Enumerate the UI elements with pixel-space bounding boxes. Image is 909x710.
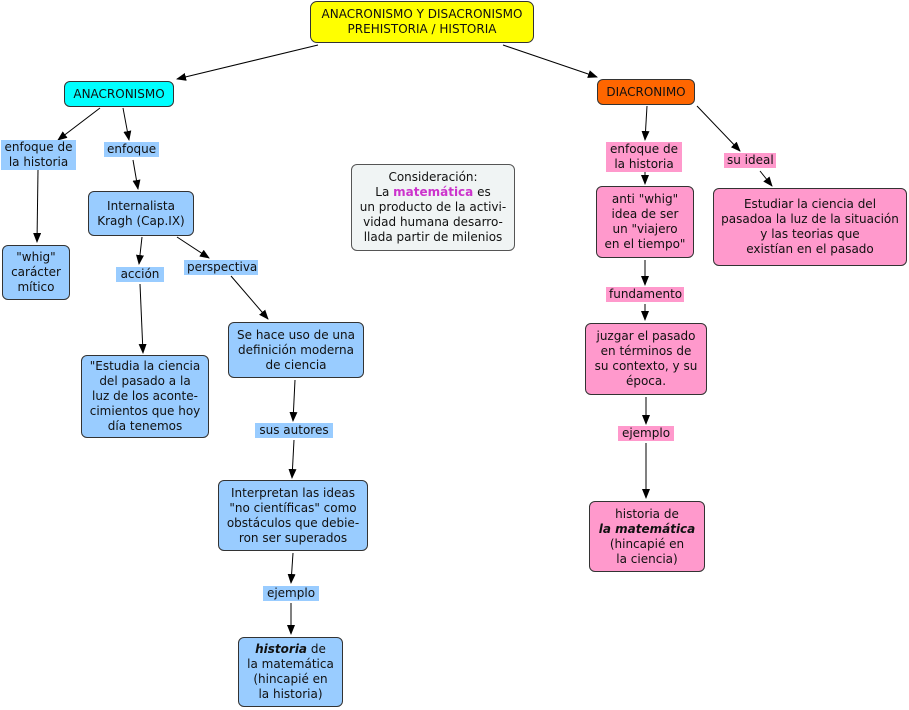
edge-autores-interpretan <box>288 439 297 479</box>
diacronimo-concept[interactable]: DIACRONIMO <box>597 79 695 105</box>
edge-perspectiva-definicion <box>230 275 269 320</box>
diacronimo-title: DIACRONIMO <box>606 84 686 99</box>
link-label-ejemplo-right: ejemplo <box>618 426 674 441</box>
link-label-ejemplo-left: ejemplo <box>263 586 319 601</box>
link-label-enfoque: enfoque <box>104 142 159 157</box>
historia-de-la-matematica-concept[interactable]: historia de la matemática (hincapié en l… <box>589 501 705 572</box>
estudia-concept[interactable]: "Estudia la ciencia del pasado a la luz … <box>81 355 209 438</box>
root-concept[interactable]: ANACRONISMO Y DISACRONISMO PREHISTORIA /… <box>310 1 534 43</box>
link-label-sus-autores: sus autores <box>255 423 333 438</box>
anacronismo-concept[interactable]: ANACRONISMO <box>64 81 174 107</box>
edge-su-ideal-estudiar <box>759 170 773 187</box>
edge-definicion-autores <box>289 379 298 422</box>
edge-internalista-perspectiva <box>176 236 210 259</box>
edge-anacronismo-enfoque <box>122 107 132 141</box>
interpretan-concept[interactable]: Interpretan las ideas "no científicas" c… <box>218 480 368 551</box>
anacronismo-title: ANACRONISMO <box>73 86 165 101</box>
whig-mythic-concept[interactable]: "whig" carácter mítico <box>2 245 70 300</box>
internalista-concept[interactable]: Internalista Kragh (Cap.IX) <box>88 191 194 236</box>
edge-diacronimo-enfoque-historia <box>641 105 650 141</box>
edge-anacronismo-enfoque-historia <box>57 107 101 141</box>
edge-root-anacronismo <box>176 44 319 81</box>
edge-root-diacronimo <box>502 44 598 78</box>
definicion-moderna-concept[interactable]: Se hace uso de una definición moderna de… <box>228 322 364 378</box>
edge-enfoque-historia-whig <box>33 169 42 243</box>
anti-whig-concept[interactable]: anti "whig" idea de ser un "viajero en e… <box>596 186 694 258</box>
link-label-fundamento: fundamento <box>606 287 684 302</box>
estudiar-ciencia-concept[interactable]: Estudiar la ciencia del pasadoa la luz d… <box>713 188 907 266</box>
root-line-2: PREHISTORIA / HISTORIA <box>347 22 497 36</box>
link-label-enfoque-historia-left: enfoque de la historia <box>1 140 76 170</box>
edge-diacronimo-su-ideal <box>696 105 741 152</box>
juzgar-pasado-concept[interactable]: juzgar el pasado en términos de su conte… <box>585 323 707 395</box>
link-label-accion: acción <box>116 267 164 282</box>
root-line-1: ANACRONISMO Y DISACRONISMO <box>321 7 523 21</box>
consideracion-concept[interactable]: Consideración: La matemática es un produ… <box>351 164 515 251</box>
edge-accion-estudia <box>138 283 147 354</box>
link-label-su-ideal: su ideal <box>724 153 776 168</box>
edge-interpretan-ejemplo <box>287 552 296 584</box>
edge-internalista-accion <box>136 236 144 265</box>
link-label-enfoque-historia-right: enfoque de la historia <box>606 142 682 172</box>
historia-matematica-concept[interactable]: historia de la matemática (hincapié en l… <box>238 637 343 707</box>
edge-enfoque-internalista <box>132 159 141 190</box>
link-label-perspectiva: perspectiva <box>184 260 258 275</box>
